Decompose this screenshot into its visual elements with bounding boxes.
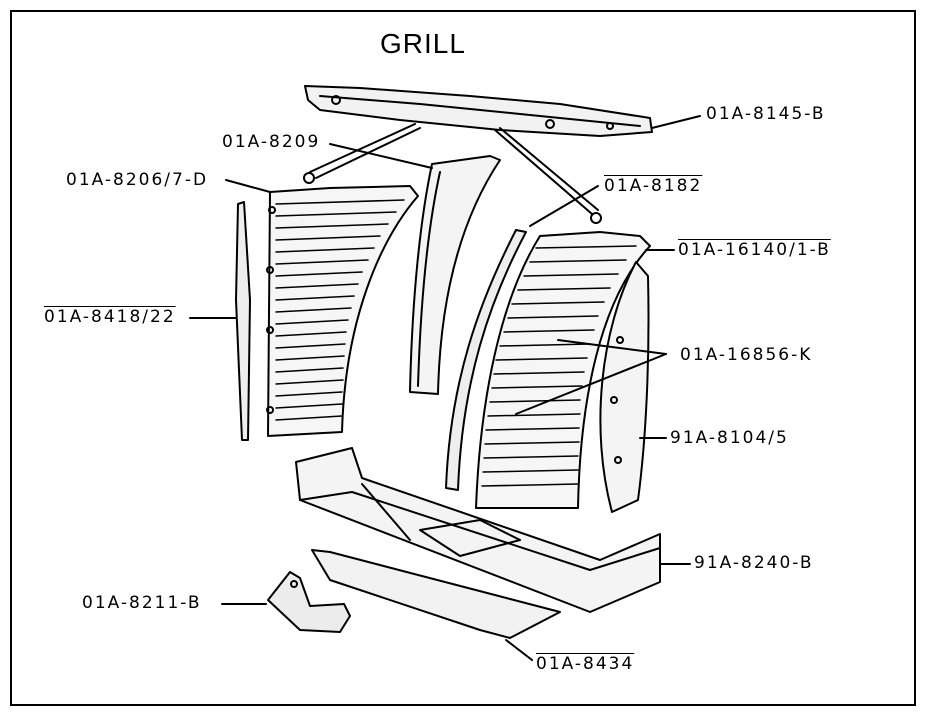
lower-apron-part (311, 549, 561, 639)
bottom-pan-part (295, 447, 661, 613)
label-01a-16856-k: 01A-16856-K (680, 345, 813, 365)
left-grille-part (266, 185, 419, 437)
label-01a-8209: 01A-8209 (222, 132, 321, 152)
right-center-strip-part (445, 229, 527, 491)
label-01a-8434: 01A-8434 (536, 654, 635, 674)
label-91a-8104-5: 91A-8104/5 (670, 428, 789, 448)
label-01a-8206-7-d: 01A-8206/7-D (66, 170, 209, 190)
left-side-strip-part (235, 201, 251, 441)
right-grille-part (475, 231, 651, 509)
label-91a-8240-b: 91A-8240-B (694, 553, 814, 573)
diagram-frame (10, 10, 916, 706)
leader-lines (189, 115, 701, 661)
bracket-part (267, 571, 351, 633)
diagram-title: GRILL (380, 28, 466, 59)
right-side-panel-part (599, 261, 650, 513)
center-divider-part (409, 155, 501, 395)
label-01a-16140-1-b: 01A-16140/1-B (678, 240, 831, 260)
label-01a-8418-22: 01A-8418/22 (44, 307, 176, 327)
label-01a-8145-b: 01A-8145-B (706, 104, 826, 124)
upper-panel-part (304, 85, 653, 137)
label-01a-8182: 01A-8182 (604, 176, 703, 196)
label-01a-8211-b: 01A-8211-B (82, 593, 202, 613)
